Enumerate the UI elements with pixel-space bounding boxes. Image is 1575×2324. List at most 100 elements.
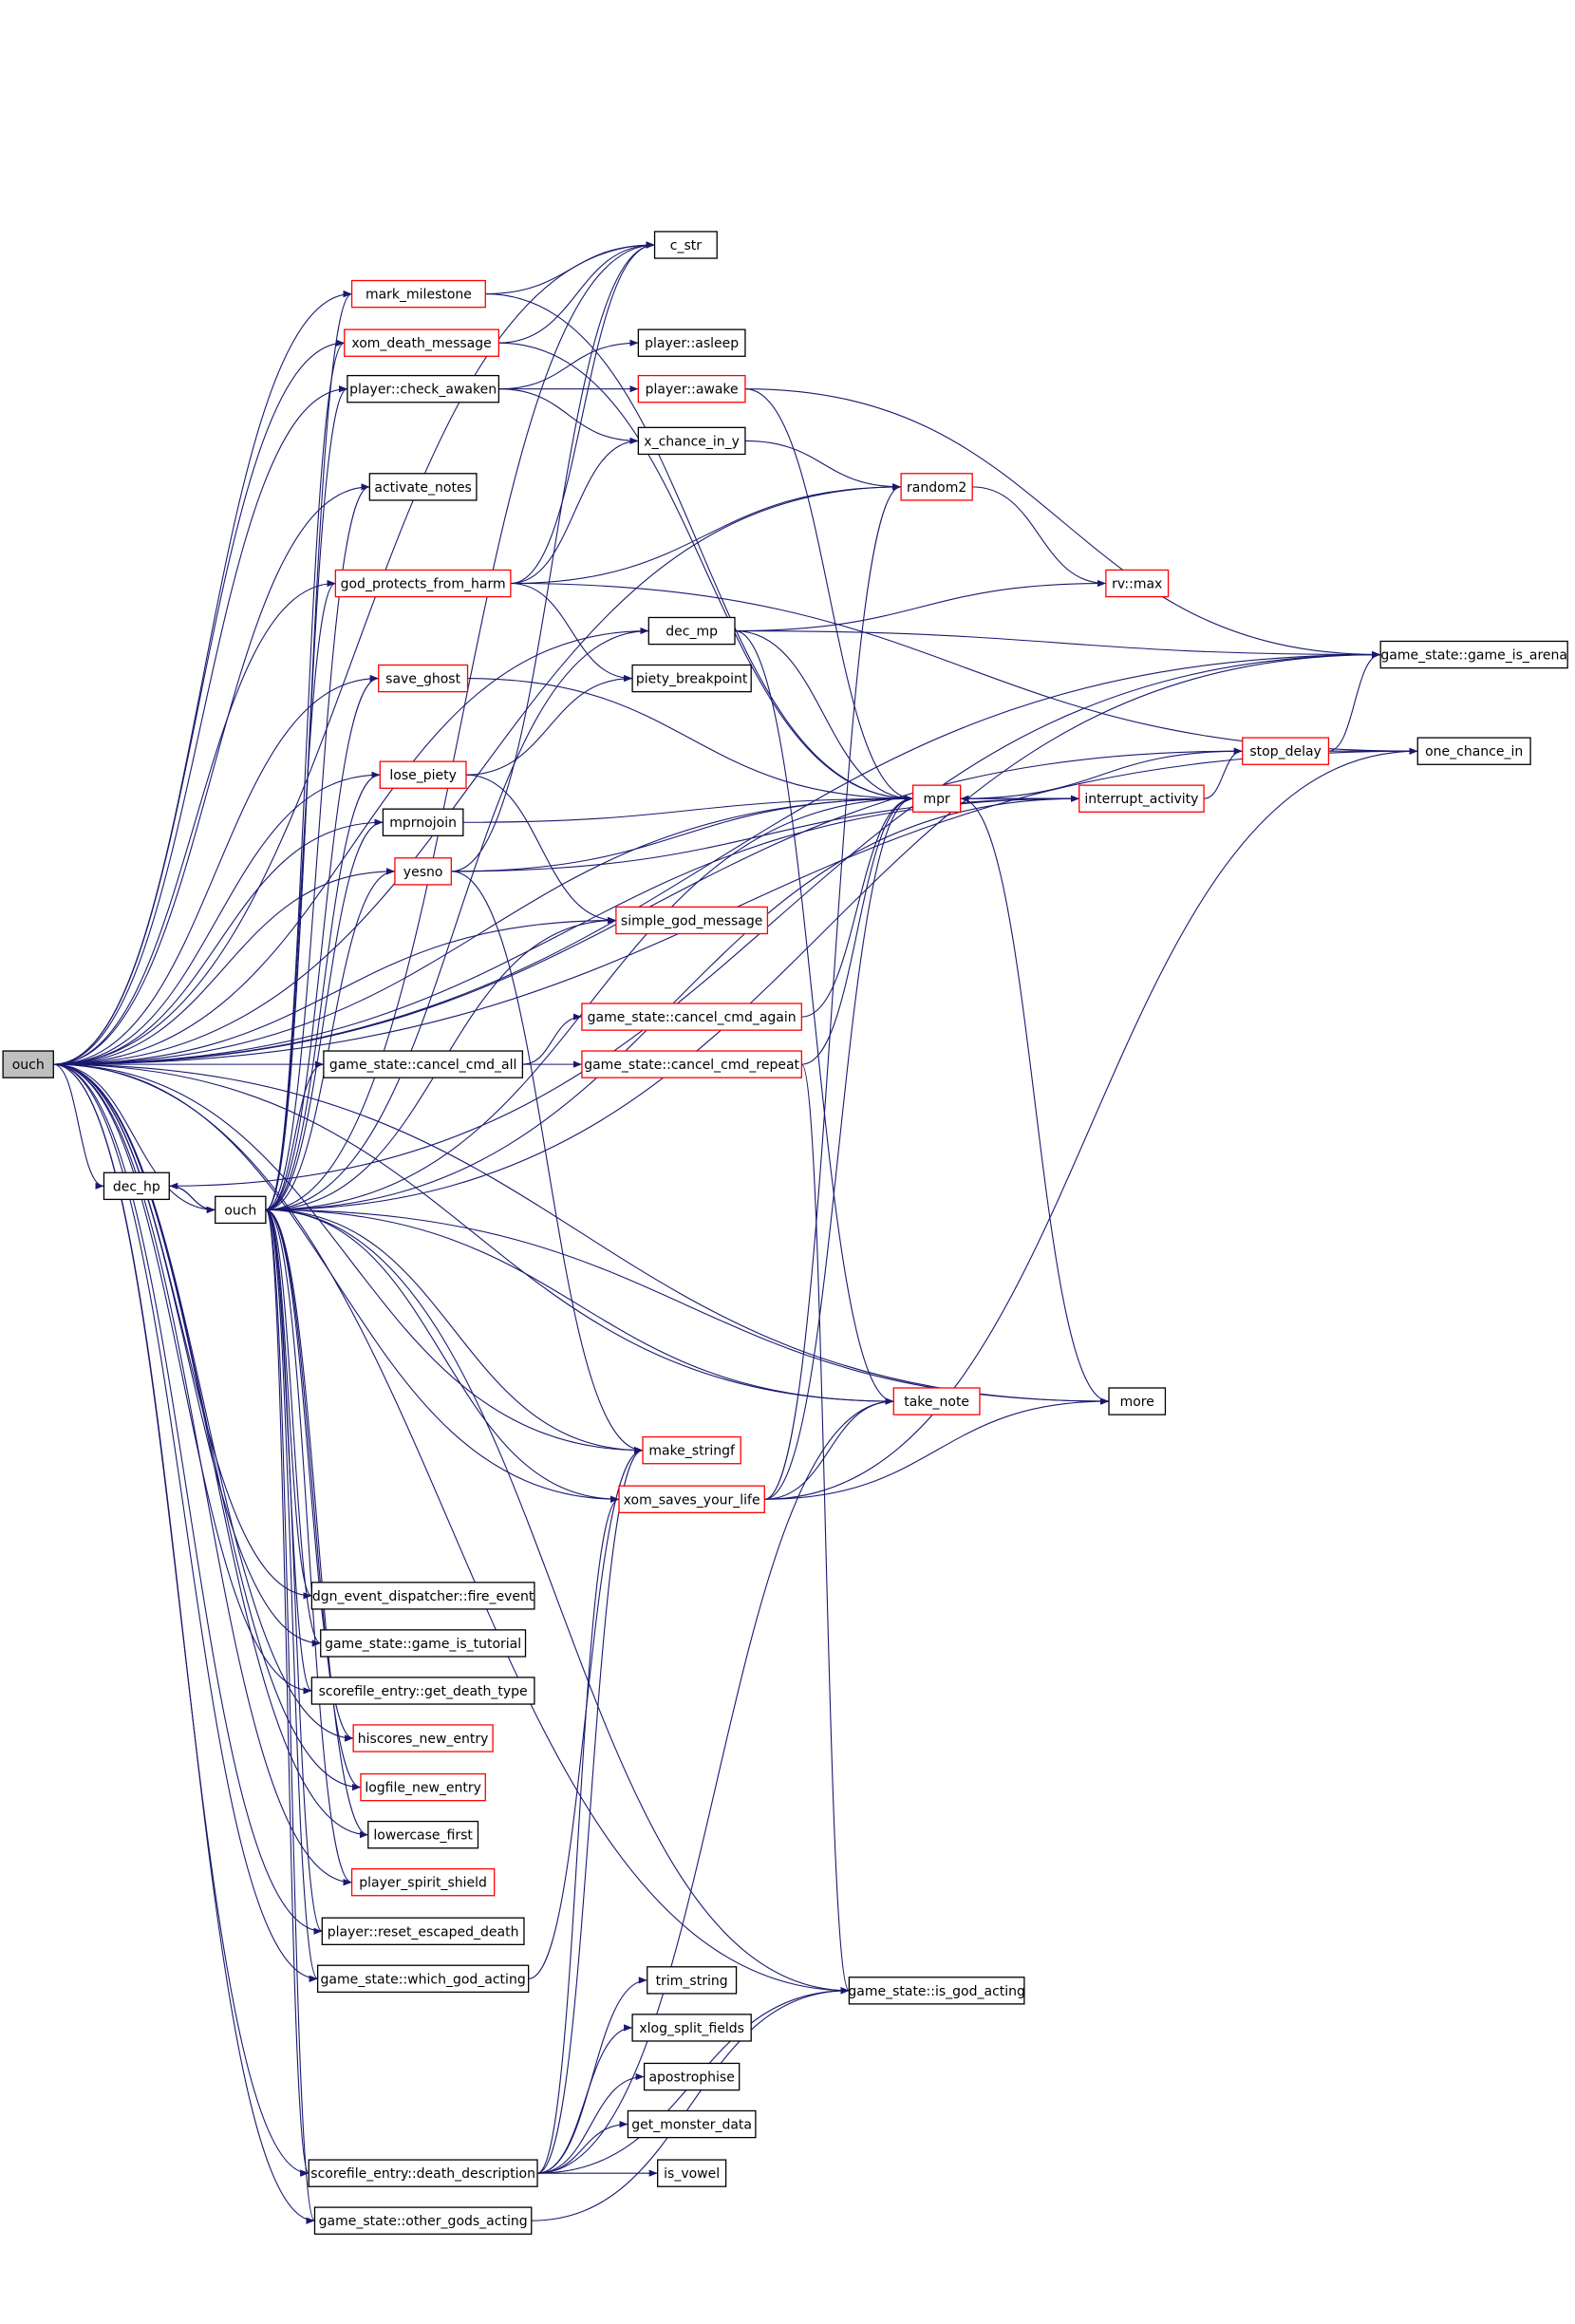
- edge-root-to-ouch2: [53, 1063, 216, 1213]
- node-is_vowel[interactable]: is_vowel: [657, 2159, 727, 2187]
- node-xlog_split_fields[interactable]: xlog_split_fields: [631, 2014, 752, 2042]
- edge-root-to-player_spirit_shield: [53, 1063, 352, 1886]
- node-god_protects[interactable]: god_protects_from_harm: [334, 569, 512, 598]
- node-activate_notes[interactable]: activate_notes: [368, 473, 478, 501]
- edge-root-to-game_is_tutorial: [53, 1063, 321, 1647]
- node-reset_escaped_death[interactable]: player::reset_escaped_death: [321, 1917, 525, 1945]
- node-stop_delay[interactable]: stop_delay: [1242, 737, 1330, 765]
- node-hiscores_new_entry[interactable]: hiscores_new_entry: [352, 1724, 494, 1752]
- edge-death_description-to-xom_saves: [536, 1495, 620, 2174]
- node-label: player::awake: [646, 383, 739, 398]
- edge-root-to-save_ghost: [53, 674, 379, 1065]
- node-fire_event[interactable]: dgn_event_dispatcher::fire_event: [310, 1582, 535, 1610]
- node-xom_saves[interactable]: xom_saves_your_life: [618, 1485, 765, 1513]
- node-box: [382, 808, 464, 836]
- node-box: [642, 1435, 741, 1465]
- edge-xom_saves-to-random2: [764, 483, 902, 1500]
- node-simple_god_message[interactable]: simple_god_message: [615, 906, 769, 935]
- node-take_note[interactable]: take_note: [892, 1387, 981, 1415]
- edge-ouch2-to-mprnojoin: [265, 818, 384, 1210]
- node-box: [1105, 569, 1170, 598]
- node-save_ghost[interactable]: save_ghost: [378, 664, 469, 693]
- node-mprnojoin[interactable]: mprnojoin: [382, 808, 464, 836]
- node-label: save_ghost: [385, 672, 460, 687]
- node-mark_milestone[interactable]: mark_milestone: [350, 279, 486, 309]
- node-trim_string[interactable]: trim_string: [647, 1966, 738, 1995]
- node-get_death_type[interactable]: scorefile_entry::get_death_type: [310, 1677, 535, 1705]
- edge-ouch2-to-c_str: [265, 241, 655, 1210]
- edge-root-to-fire_event: [53, 1063, 312, 1600]
- edge-root-to-is_god_acting: [53, 1063, 850, 1995]
- edge-root-to-reset_escaped_death: [53, 1063, 323, 1935]
- node-box: [637, 328, 746, 357]
- node-box: [368, 473, 478, 501]
- node-label: scorefile_entry::death_description: [310, 2166, 535, 2182]
- edge-cancel_cmd_repeat-to-mpr: [801, 795, 913, 1065]
- node-root[interactable]: ouch: [2, 1050, 54, 1078]
- node-label: mark_milestone: [366, 288, 472, 303]
- node-game_is_tutorial[interactable]: game_state::game_is_tutorial: [320, 1629, 527, 1658]
- node-more[interactable]: more: [1108, 1387, 1167, 1415]
- edge-check_awaken-to-player_asleep: [498, 339, 639, 390]
- node-cancel_cmd_repeat[interactable]: game_state::cancel_cmd_repeat: [581, 1050, 803, 1078]
- edge-xom_death_message-to-c_str: [498, 241, 655, 344]
- edge-ouch2-to-player_spirit_shield: [265, 1209, 352, 1886]
- node-label: piety_breakpoint: [636, 672, 748, 687]
- node-label: mprnojoin: [389, 815, 457, 831]
- node-interrupt_activity[interactable]: interrupt_activity: [1078, 784, 1205, 813]
- node-one_chance_in[interactable]: one_chance_in: [1416, 737, 1531, 765]
- edge-root-to-game_is_arena: [53, 650, 1381, 1065]
- edge-ouch2-to-save_ghost: [265, 675, 379, 1210]
- node-is_god_acting[interactable]: game_state::is_god_acting: [848, 1977, 1025, 2005]
- node-piety_breakpoint[interactable]: piety_breakpoint: [631, 664, 752, 693]
- node-get_monster_data[interactable]: get_monster_data: [627, 2109, 757, 2139]
- node-apostrophise[interactable]: apostrophise: [643, 2062, 741, 2091]
- node-box: [344, 328, 500, 357]
- node-dec_hp[interactable]: dec_hp: [103, 1171, 170, 1201]
- node-player_spirit_shield[interactable]: player_spirit_shield: [350, 1867, 496, 1897]
- edge-root-to-interrupt_activity: [53, 795, 1079, 1065]
- node-box: [1379, 640, 1568, 669]
- node-cancel_cmd_again[interactable]: game_state::cancel_cmd_again: [581, 1003, 803, 1031]
- node-box: [1416, 737, 1531, 765]
- node-yesno[interactable]: yesno: [394, 857, 452, 886]
- node-logfile_new_entry[interactable]: logfile_new_entry: [360, 1772, 486, 1802]
- node-xom_death_message[interactable]: xom_death_message: [344, 328, 500, 357]
- node-game_is_arena[interactable]: game_state::game_is_arena: [1379, 640, 1568, 669]
- edge-check_awaken-to-x_chance_in_y: [498, 388, 639, 444]
- edge-ouch2-to-lose_piety: [265, 771, 381, 1210]
- node-box: [350, 279, 486, 309]
- node-death_description[interactable]: scorefile_entry::death_description: [308, 2159, 538, 2187]
- node-mpr[interactable]: mpr: [911, 784, 962, 813]
- node-lose_piety[interactable]: lose_piety: [379, 760, 467, 789]
- node-box: [643, 2062, 741, 2091]
- node-dec_mp[interactable]: dec_mp: [647, 616, 736, 646]
- edge-death_description-to-take_note: [537, 1397, 894, 2174]
- node-box: [215, 1195, 267, 1225]
- node-c_str[interactable]: c_str: [653, 231, 718, 259]
- node-box: [378, 664, 469, 693]
- node-random2[interactable]: random2: [900, 473, 973, 501]
- node-which_god_acting[interactable]: game_state::which_god_acting: [316, 1964, 530, 1994]
- node-label: player_spirit_shield: [359, 1876, 487, 1891]
- node-cancel_cmd_all[interactable]: game_state::cancel_cmd_all: [323, 1050, 524, 1078]
- node-check_awaken[interactable]: player::check_awaken: [347, 374, 500, 403]
- node-label: god_protects_from_harm: [341, 577, 506, 592]
- node-ouch2[interactable]: ouch: [215, 1195, 267, 1225]
- node-player_awake[interactable]: player::awake: [637, 374, 746, 403]
- node-player_asleep[interactable]: player::asleep: [637, 328, 746, 357]
- node-box: [2, 1050, 54, 1078]
- node-x_chance_in_y[interactable]: x_chance_in_y: [637, 426, 746, 456]
- edge-death_description-to-get_monster_data: [537, 2120, 628, 2174]
- node-make_stringf[interactable]: make_stringf: [642, 1435, 741, 1465]
- edge-death_description-to-xlog_split_fields: [537, 2024, 633, 2174]
- edge-ouch2-to-make_stringf: [265, 1209, 644, 1454]
- node-box: [618, 1485, 765, 1513]
- node-label: yesno: [403, 865, 443, 880]
- node-other_gods_acting[interactable]: game_state::other_gods_acting: [313, 2206, 533, 2235]
- node-label: lose_piety: [389, 768, 457, 783]
- edge-death_description-to-make_stringf: [536, 1447, 644, 2174]
- node-rv_max[interactable]: rv::max: [1105, 569, 1170, 598]
- node-lowercase_first[interactable]: lowercase_first: [367, 1820, 479, 1849]
